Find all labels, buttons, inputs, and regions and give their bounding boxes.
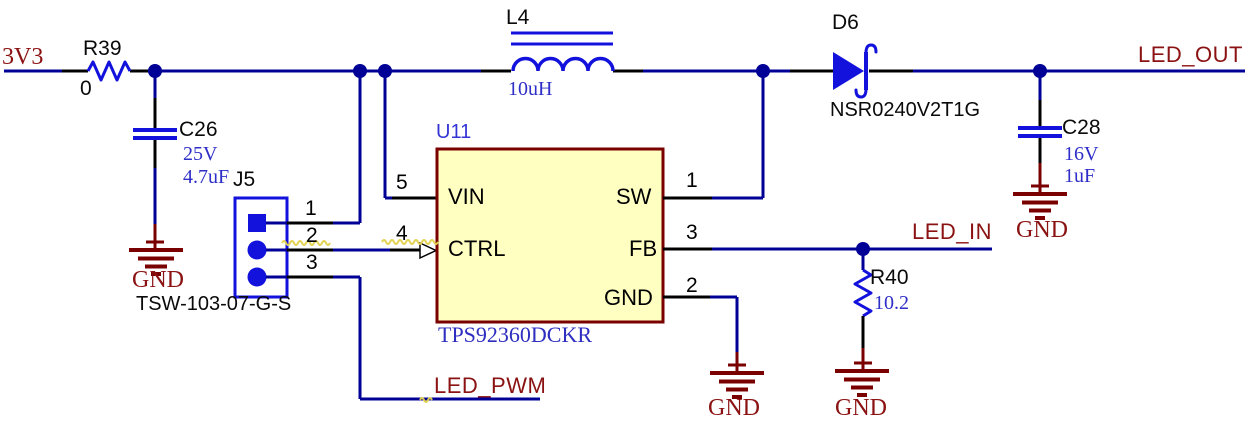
c28-designator: C28 (1062, 116, 1101, 139)
ground-symbol-r40[interactable] (835, 348, 889, 397)
c28-value: 1uF (1064, 165, 1096, 187)
c26-voltage: 25V (183, 143, 218, 165)
c28-capacitor-symbol[interactable] (1018, 71, 1062, 163)
gnd-label-c28[interactable]: GND (1016, 217, 1068, 243)
j5-pin3-number: 3 (306, 251, 318, 274)
net-label-led-out[interactable]: LED_OUT (1138, 42, 1243, 67)
j5-pin1-number: 1 (305, 197, 317, 220)
net-label-led-in[interactable]: LED_IN (912, 219, 993, 244)
u11-pin-sw-name: SW (616, 184, 652, 209)
r39-resistor-symbol[interactable] (86, 60, 132, 82)
r39-designator: R39 (83, 37, 122, 60)
gnd-label-r40[interactable]: GND (835, 395, 887, 421)
ctrl-input-arrow-icon (419, 241, 438, 260)
gnd-label-u11[interactable]: GND (708, 395, 760, 421)
r40-designator: R40 (870, 266, 909, 289)
u11-pin4-number: 4 (396, 222, 408, 245)
ground-symbol-u11[interactable] (710, 352, 764, 399)
j5-pin1-wire (287, 71, 362, 225)
j5-pin2-circle (247, 240, 267, 260)
c26-capacitor-symbol[interactable] (133, 71, 177, 224)
u11-pin-ctrl-name: CTRL (448, 236, 506, 261)
junction-dots (148, 64, 1047, 256)
d6-diode-symbol[interactable] (833, 43, 878, 99)
u11-designator: U11 (436, 121, 472, 143)
u11-part-number: TPS92360DCKR (438, 322, 593, 347)
d6-part-number: NSR0240V2T1G (830, 99, 981, 121)
j5-pin1-square (248, 214, 266, 232)
j5-designator: J5 (233, 168, 256, 191)
ground-symbol-c26[interactable] (129, 224, 183, 276)
j5-pin3-circle (247, 267, 267, 287)
c28-voltage: 16V (1064, 143, 1099, 165)
gnd-label-c26[interactable]: GND (132, 267, 184, 293)
u11-gnd-wire (663, 295, 739, 352)
u11-pin-vin-name: VIN (448, 184, 485, 209)
r39-value: 0 (80, 77, 92, 100)
warning-squiggle-icon (281, 239, 439, 403)
u11-pin3-number: 3 (686, 221, 698, 244)
u11-pin1-number: 1 (686, 169, 698, 192)
u11-pin2-number: 2 (686, 274, 698, 297)
l4-designator: L4 (506, 6, 530, 29)
ground-symbol-c28[interactable] (1013, 163, 1067, 220)
vin-wire (383, 71, 437, 200)
j5-pin2-number: 2 (306, 224, 318, 247)
net-label-3v3[interactable]: 3V3 (2, 44, 44, 70)
u11-ic-body[interactable] (435, 147, 665, 324)
c26-designator: C26 (179, 118, 218, 141)
r40-resistor-symbol[interactable] (853, 249, 873, 348)
j5-part-number: TSW-103-07-G-S (136, 293, 292, 315)
d6-designator: D6 (832, 11, 859, 34)
l4-inductor-symbol[interactable] (511, 31, 615, 72)
sw-wire (663, 71, 765, 200)
led-pwm-wire (287, 275, 540, 401)
c26-value: 4.7uF (183, 166, 230, 188)
u11-pin-gnd-name: GND (604, 285, 653, 310)
u11-pin5-number: 5 (396, 171, 408, 194)
l4-value: 10uH (508, 78, 553, 100)
u11-pin-fb-name: FB (629, 236, 658, 261)
net-label-led-pwm[interactable]: LED_PWM (434, 373, 547, 398)
j5-connector-symbol[interactable] (233, 196, 289, 299)
r40-value: 10.2 (874, 292, 909, 314)
